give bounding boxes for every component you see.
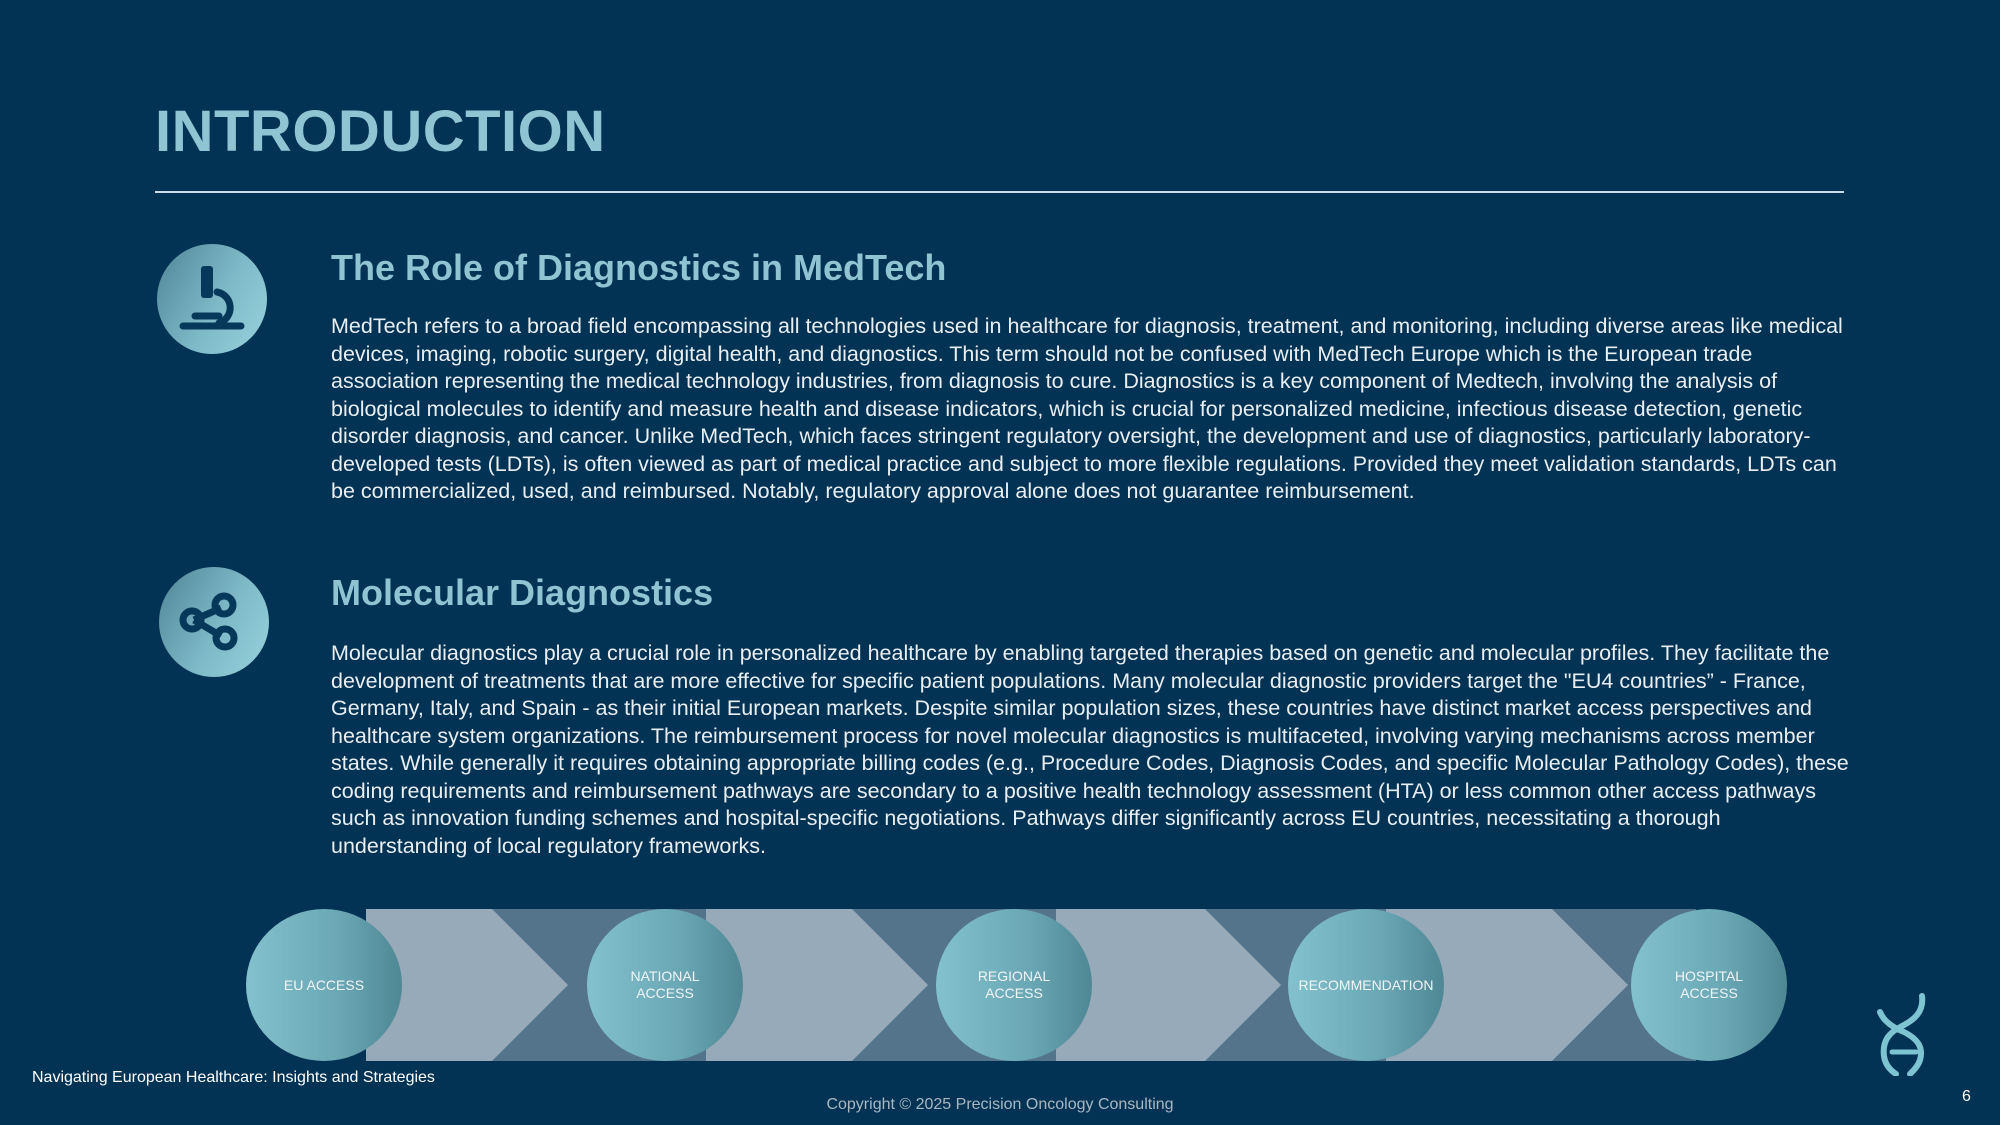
molecule-share-icon [159, 567, 269, 677]
stage-recommendation: RECOMMENDATION [1288, 909, 1444, 1061]
access-pathway-flow: EU ACCESS NATIONAL ACCESS REGIONAL ACCES… [246, 909, 1787, 1061]
section-body-molecular: Molecular diagnostics play a crucial rol… [331, 641, 1849, 858]
stage-eu-access: EU ACCESS [246, 909, 402, 1061]
section-heading-molecular: Molecular Diagnostics [331, 572, 714, 613]
footer-title: Navigating European Healthcare: Insights… [32, 1069, 435, 1086]
title-divider [155, 191, 1844, 193]
company-logo [1870, 990, 1936, 1081]
page-title: INTRODUCTION [155, 99, 606, 164]
microscope-icon [157, 244, 267, 354]
stage-hospital-access: HOSPITAL ACCESS [1631, 909, 1787, 1061]
stage-national-access: NATIONAL ACCESS [587, 909, 743, 1061]
section-body-diagnostics: MedTech refers to a broad field encompas… [331, 314, 1843, 503]
section-heading-diagnostics: The Role of Diagnostics in MedTech [331, 247, 947, 288]
page-number: 6 [1962, 1088, 1971, 1105]
stage-regional-access: REGIONAL ACCESS [936, 909, 1092, 1061]
copyright-notice: Copyright © 2025 Precision Oncology Cons… [826, 1096, 1174, 1113]
